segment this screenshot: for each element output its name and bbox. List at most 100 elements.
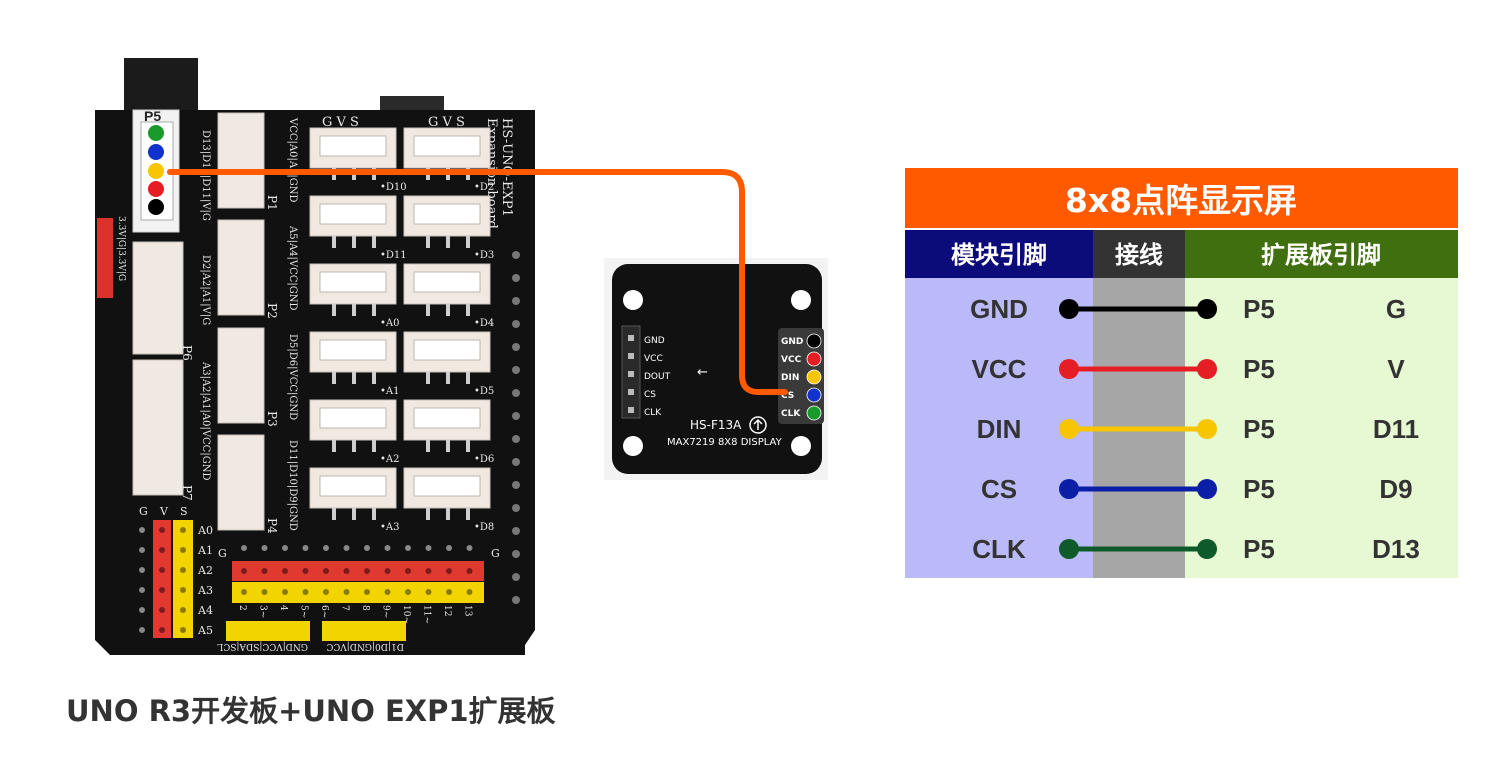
- pin-hole: [139, 567, 145, 573]
- socket-pin: [466, 440, 470, 452]
- board-pin-label: D9: [1379, 474, 1412, 504]
- digital-label: 2: [237, 605, 247, 611]
- socket-pin: [426, 508, 430, 520]
- module-name: MAX7219 8X8 DISPLAY: [667, 437, 783, 448]
- header-board-label: 扩展板引脚: [1261, 241, 1381, 269]
- socket-pin: [446, 440, 450, 452]
- pin-hole: [446, 545, 452, 551]
- mount-hole-bl: [623, 436, 643, 456]
- gvs-label-right: G V S: [428, 115, 465, 130]
- pin-hole: [405, 589, 411, 595]
- socket-pin: [372, 372, 376, 384]
- pin-hole: [364, 589, 370, 595]
- socket-pin: [332, 304, 336, 316]
- pin-hole: [364, 545, 370, 551]
- sensor-socket: •A0: [309, 263, 399, 329]
- left-arrow-icon: ←: [697, 365, 708, 380]
- digital-g-label-right: G: [491, 547, 500, 560]
- pin-hole: [343, 589, 350, 595]
- sensor-socket: •D4: [403, 263, 494, 329]
- socket-pin: [352, 236, 356, 248]
- p5-pin-blue: [148, 144, 164, 160]
- pin-hole: [139, 607, 145, 613]
- board-port-label: P5: [1243, 414, 1275, 444]
- header-module-pin: [905, 230, 1093, 278]
- digital-label: 5~: [299, 605, 309, 618]
- wire-end-left: [1059, 539, 1079, 559]
- socket-opening: [319, 271, 387, 293]
- port-name: P2: [265, 303, 279, 319]
- wire-end-right: [1197, 539, 1217, 559]
- digital-label: 4: [278, 605, 288, 611]
- p5-pin-labels: D13|D12|D11|V|G: [200, 130, 211, 221]
- digital-label: 9~: [381, 605, 391, 618]
- header-hole: [512, 251, 520, 259]
- module-pcb: [612, 264, 822, 474]
- socket-pin: [446, 304, 450, 316]
- socket-pin: [332, 508, 336, 520]
- p5-pin-yellow: [148, 163, 164, 179]
- header-hole: [512, 504, 520, 512]
- p2-pin-labels: A5|A4|VCC|GND: [287, 225, 298, 311]
- socket-pin: [352, 508, 356, 520]
- socket-opening: [413, 407, 481, 429]
- module-right-pin-label: CLK: [781, 409, 801, 419]
- sensor-socket: •D8: [403, 467, 494, 533]
- socket-pin: [466, 372, 470, 384]
- header-hole: [512, 435, 520, 443]
- socket-label: •D5: [474, 386, 494, 397]
- module-left-pin-label: GND: [644, 336, 665, 346]
- p5-label: P5: [144, 108, 161, 124]
- socket-pin: [352, 440, 356, 452]
- header-hole: [512, 320, 520, 328]
- pin-hole: [384, 545, 391, 551]
- p5-pin-green: [148, 125, 164, 141]
- wire-end-right: [1197, 479, 1217, 499]
- side-power-header: 3.3V|G|3.3V|G: [97, 216, 126, 298]
- module-pin-dot: [806, 351, 822, 367]
- socket-opening: [413, 475, 481, 497]
- socket-opening: [413, 339, 481, 361]
- header-hole: [512, 550, 520, 558]
- module-pin-dot: [806, 387, 822, 403]
- pin-hole: [384, 568, 391, 574]
- header-hole: [512, 527, 520, 535]
- pin-hole: [241, 589, 247, 595]
- p7-pin-labels: A3|A2|A1|A0|VCC|GND: [200, 361, 211, 480]
- module-pin: [628, 335, 634, 341]
- module-pin: [628, 353, 634, 359]
- socket-pin: [426, 372, 430, 384]
- analog-label: A4: [197, 604, 213, 617]
- digital-label: 6~: [319, 605, 329, 618]
- p6-pin-labels: D2|A2|A1|V|G: [200, 255, 211, 325]
- mount-hole-br: [791, 436, 811, 456]
- wire-end-left: [1059, 479, 1079, 499]
- wire-end-right: [1197, 359, 1217, 379]
- analog-label: A0: [197, 524, 213, 537]
- pin-hole: [241, 545, 247, 551]
- p3-connector: [217, 327, 265, 424]
- sensor-socket: •D11: [309, 195, 407, 261]
- port-name: P3: [265, 411, 279, 427]
- mount-hole-tl: [623, 290, 643, 310]
- p5-pin-red: [148, 181, 164, 197]
- socket-label: •D4: [474, 318, 494, 329]
- pin-hole: [159, 587, 165, 593]
- digital-v-row: [232, 561, 484, 581]
- module-right-pin-label: GND: [781, 337, 803, 347]
- socket-pin: [352, 372, 356, 384]
- socket-pin: [426, 440, 430, 452]
- pin-hole: [261, 589, 268, 595]
- module-model: HS-F13A: [690, 418, 742, 432]
- table-title-bar: [905, 168, 1458, 228]
- pin-hole: [139, 587, 145, 593]
- module-pin: [628, 407, 634, 413]
